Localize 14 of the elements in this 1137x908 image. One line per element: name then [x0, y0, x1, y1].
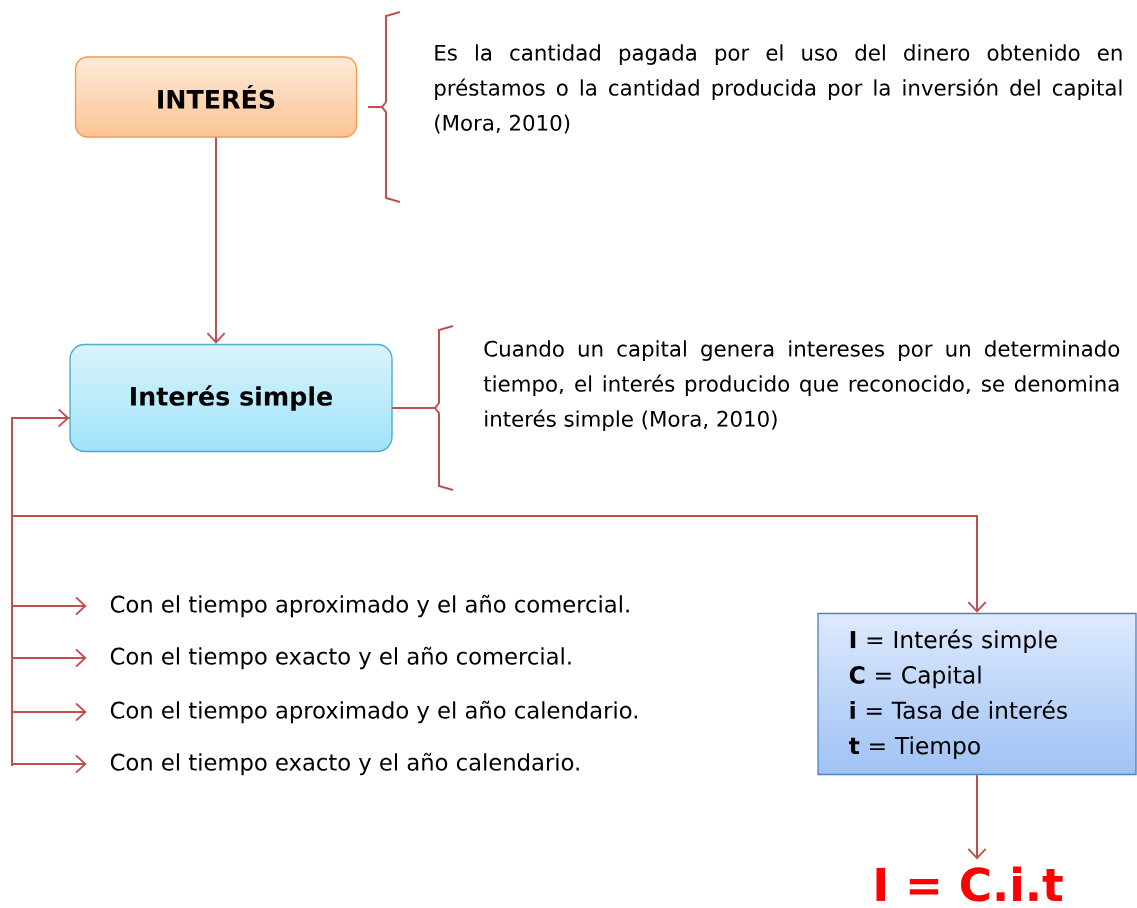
- option-text: Con el tiempo aproximado y el año comercial.: [110, 594, 629, 618]
- definition-text: Cuando un capital genera intereses por un determinado tiempo, el interés producido que reconocido, se denomina interés simple (Mora, 2010): [483, 340, 1120, 432]
- connector-arrow: [11, 417, 987, 613]
- connector-arrow: [206, 136, 226, 344]
- option-text: Con el tiempo aproximado y el año calendario.: [110, 700, 637, 724]
- concept-box: INTERÉS: [74, 56, 358, 138]
- option-text: Con el tiempo exacto y el año calendario.: [110, 752, 579, 776]
- option-text: Con el tiempo exacto y el año comercial.: [110, 646, 571, 670]
- formula-text: I = C.i.t: [876, 866, 1063, 902]
- definition-text: Es la cantidad pagada por el uso del dinero obtenido en préstamos o la cantidad producida por la inversión del capital (Mora, 2010): [435, 44, 1122, 134]
- concept-box: Interés simple: [69, 343, 393, 453]
- connector-arrow: [967, 774, 987, 860]
- legend-box: I = Interés simple C = Capital i = Tasa de interés t = Tiempo: [817, 612, 1137, 776]
- connector-arrow: [11, 408, 70, 767]
